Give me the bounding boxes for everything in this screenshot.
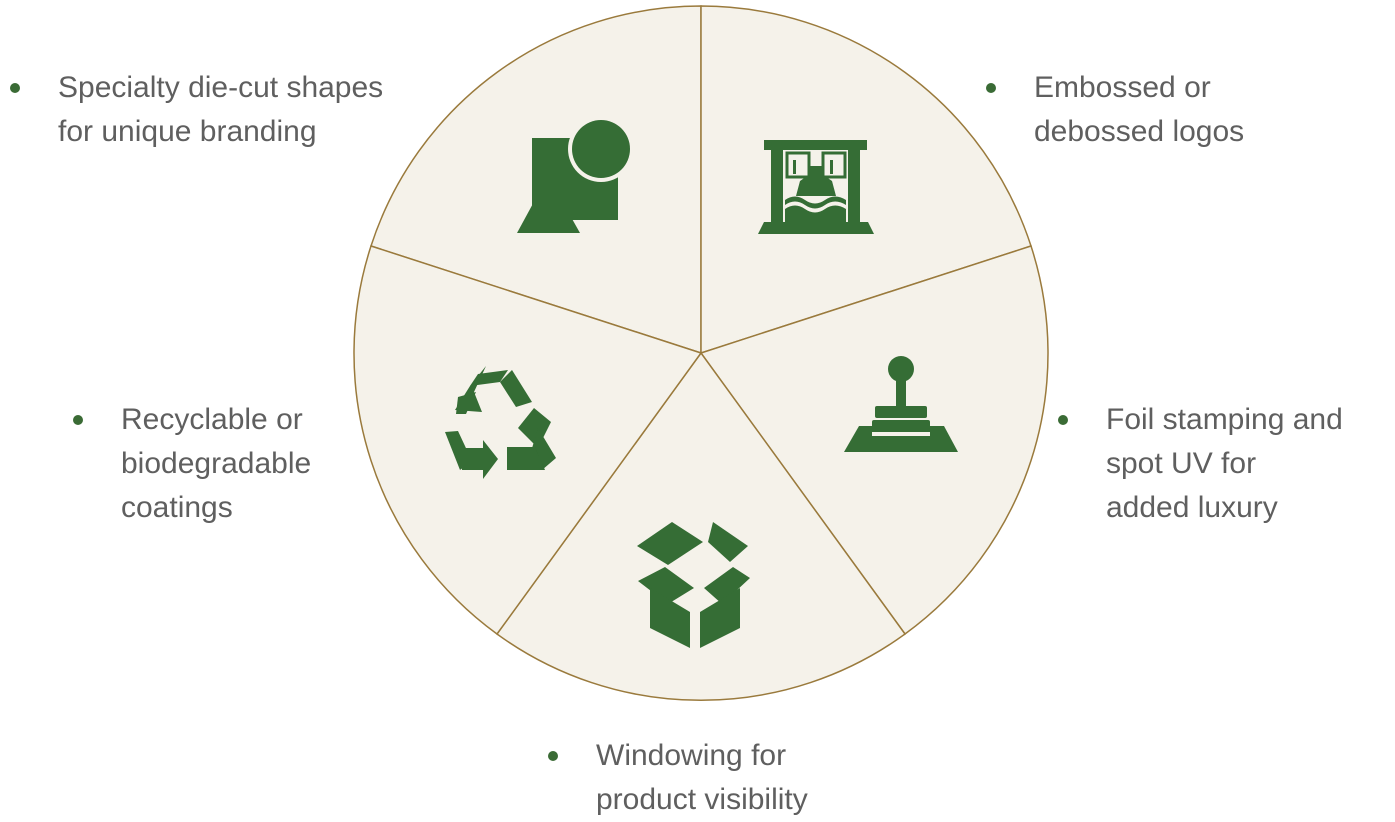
- label-foil-text: Foil stamping and spot UV for added luxu…: [1106, 403, 1343, 524]
- stamp-icon: [844, 356, 958, 452]
- label-recyclable-text: Recyclable or biodegradable coatings: [121, 403, 312, 524]
- press-icon: [758, 140, 874, 234]
- label-die-cut-text: Specialty die-cut shapes for unique bran…: [58, 71, 384, 148]
- label-foil: Foil stamping and spot UV for added luxu…: [1058, 398, 1343, 530]
- label-windowing-text: Windowing for product visibility: [596, 739, 808, 816]
- segment-recyclable: [353, 245, 703, 636]
- label-embossed: Embossed or debossed logos: [986, 66, 1244, 154]
- recycle-icon: [445, 366, 556, 479]
- label-recyclable: Recyclable or biodegradable coatings: [73, 398, 311, 530]
- bullet-dot: [548, 751, 558, 761]
- label-die-cut: Specialty die-cut shapes for unique bran…: [10, 66, 383, 154]
- label-windowing: Windowing for product visibility: [548, 734, 808, 822]
- shapes-icon: [517, 116, 634, 233]
- bullet-dot: [73, 415, 83, 425]
- bullet-dot: [1058, 415, 1068, 425]
- bullet-dot: [10, 83, 20, 93]
- pie-segments: [353, 5, 1049, 701]
- bullet-dot: [986, 83, 996, 93]
- segment-windowing: [495, 351, 907, 701]
- label-embossed-text: Embossed or debossed logos: [1034, 71, 1245, 148]
- open-box-icon: [637, 522, 750, 648]
- segment-embossed: [700, 5, 1032, 355]
